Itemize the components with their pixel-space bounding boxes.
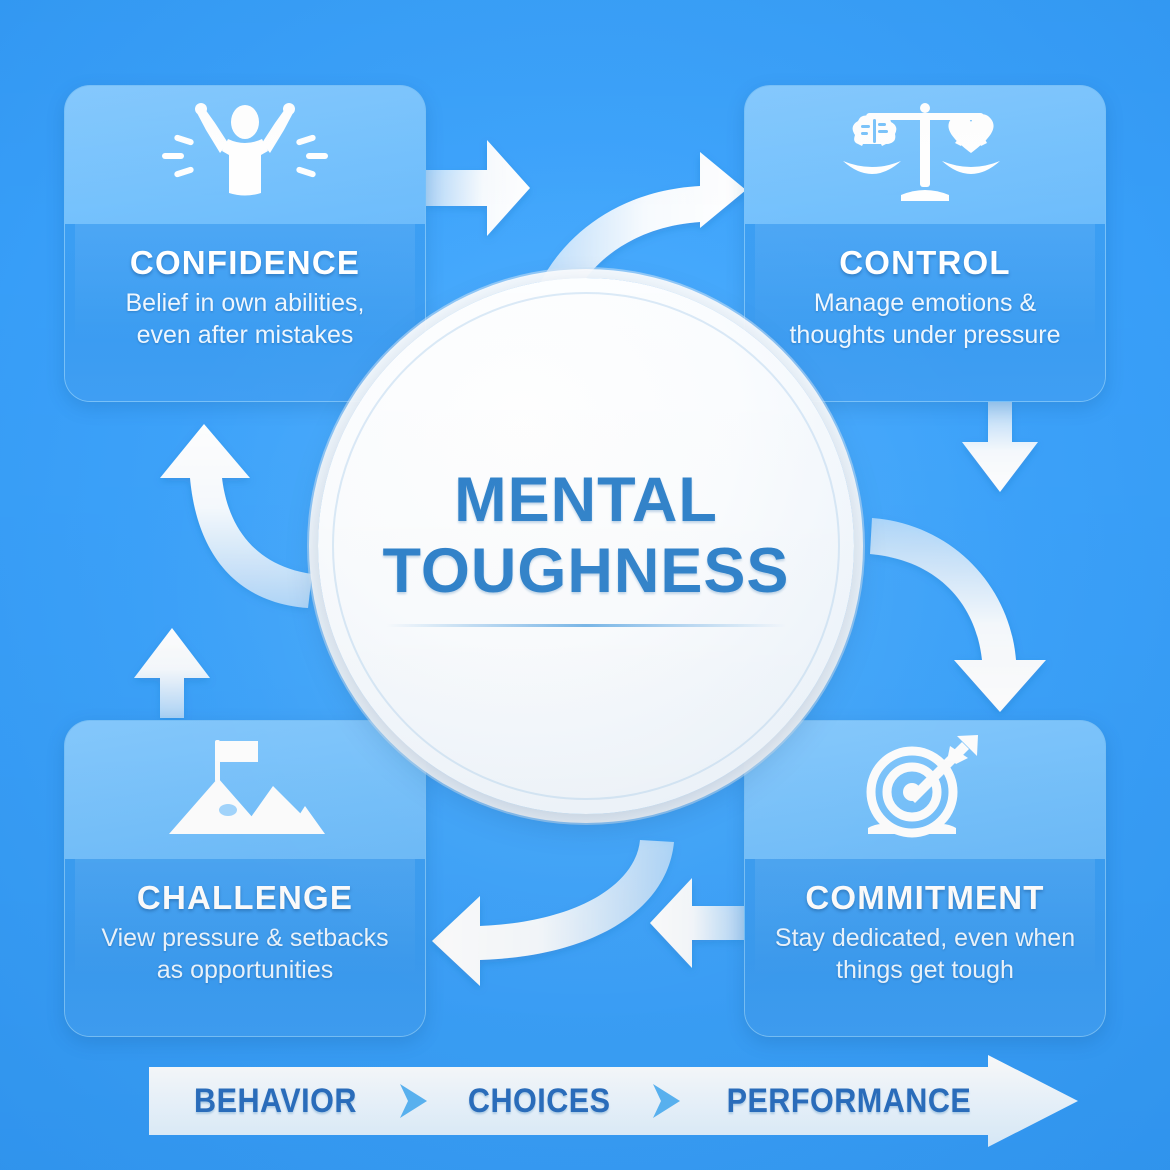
card-challenge[interactable]: CHALLENGE View pressure & setbacks as op… (64, 720, 426, 1037)
card-control-title: CONTROL (839, 244, 1011, 281)
hub-underline-rule (386, 624, 786, 628)
hub-title: MENTAL TOUGHNESS (383, 465, 790, 606)
chevron-right-icon-1 (400, 1084, 428, 1118)
arrow-hub-to-confidence-curved (160, 424, 312, 608)
arrow-control-down-straight (962, 402, 1038, 492)
card-confidence[interactable]: CONFIDENCE Belief in own abilities, even… (64, 85, 426, 402)
arrow-hub-to-control-curved (521, 152, 746, 352)
card-control-desc-line1: Manage emotions & (813, 288, 1037, 317)
center-hub: MENTAL TOUGHNESS (318, 278, 854, 814)
card-challenge-title: CHALLENGE (136, 879, 354, 916)
arrow-commitment-to-challenge-straight (650, 878, 745, 968)
card-control-desc-line2: thoughts under pressure (789, 321, 1061, 350)
card-confidence-desc: Belief in own abilities, even after mist… (79, 287, 411, 352)
hub-title-line2: TOUGHNESS (382, 535, 790, 606)
cheering-person-icon (162, 103, 328, 196)
banner-step-behavior: BEHAVIOR (194, 1081, 358, 1120)
arrow-hub-to-challenge-curved (432, 840, 674, 986)
banner-steps: BEHAVIOR CHOICES PERFORMANCE (145, 1055, 1025, 1147)
card-challenge-desc-line2: as opportunities (156, 956, 334, 985)
card-commitment-desc: Stay dedicated, even when things get tou… (759, 922, 1091, 987)
card-control[interactable]: CONTROL Manage emotions & thoughts under… (744, 85, 1106, 402)
card-confidence-desc-line1: Belief in own abilities, (125, 288, 365, 317)
card-commitment-title: COMMITMENT (805, 879, 1045, 916)
card-challenge-text: CHALLENGE View pressure & setbacks as op… (65, 859, 425, 1036)
outcome-banner: BEHAVIOR CHOICES PERFORMANCE (145, 1055, 1080, 1147)
card-confidence-title: CONFIDENCE (129, 244, 361, 281)
card-control-text: CONTROL Manage emotions & thoughts under… (745, 224, 1105, 401)
arrow-confidence-to-control-straight (425, 140, 530, 236)
card-confidence-icon-area (65, 86, 425, 224)
card-challenge-desc-line1: View pressure & setbacks (101, 923, 389, 952)
card-commitment-icon-area (745, 721, 1105, 859)
card-commitment-text: COMMITMENT Stay dedicated, even when thi… (745, 859, 1105, 1036)
card-confidence-text: CONFIDENCE Belief in own abilities, even… (65, 224, 425, 401)
card-challenge-desc: View pressure & setbacks as opportunitie… (79, 922, 411, 987)
card-commitment-desc-line2: things get tough (836, 956, 1014, 985)
chevron-right-icon-2 (652, 1084, 680, 1118)
card-control-icon-area (745, 86, 1105, 224)
banner-step-choices: CHOICES (468, 1081, 611, 1120)
card-challenge-icon-area (65, 721, 425, 859)
target-arrow-icon (866, 735, 978, 838)
balance-scale-brain-heart-icon (843, 103, 1000, 201)
banner-arrow-shape (149, 1055, 1078, 1147)
banner-step-performance: PERFORMANCE (726, 1081, 972, 1120)
mountain-flag-icon (169, 740, 325, 834)
card-commitment[interactable]: COMMITMENT Stay dedicated, even when thi… (744, 720, 1106, 1037)
arrow-challenge-up-straight (134, 628, 210, 718)
card-commitment-desc-line1: Stay dedicated, even when (774, 923, 1076, 952)
card-control-desc: Manage emotions & thoughts under pressur… (759, 287, 1091, 352)
arrow-hub-to-commitment-curved (870, 518, 1046, 712)
hub-title-line1: MENTAL (454, 464, 718, 535)
card-confidence-desc-line2: even after mistakes (136, 321, 354, 350)
